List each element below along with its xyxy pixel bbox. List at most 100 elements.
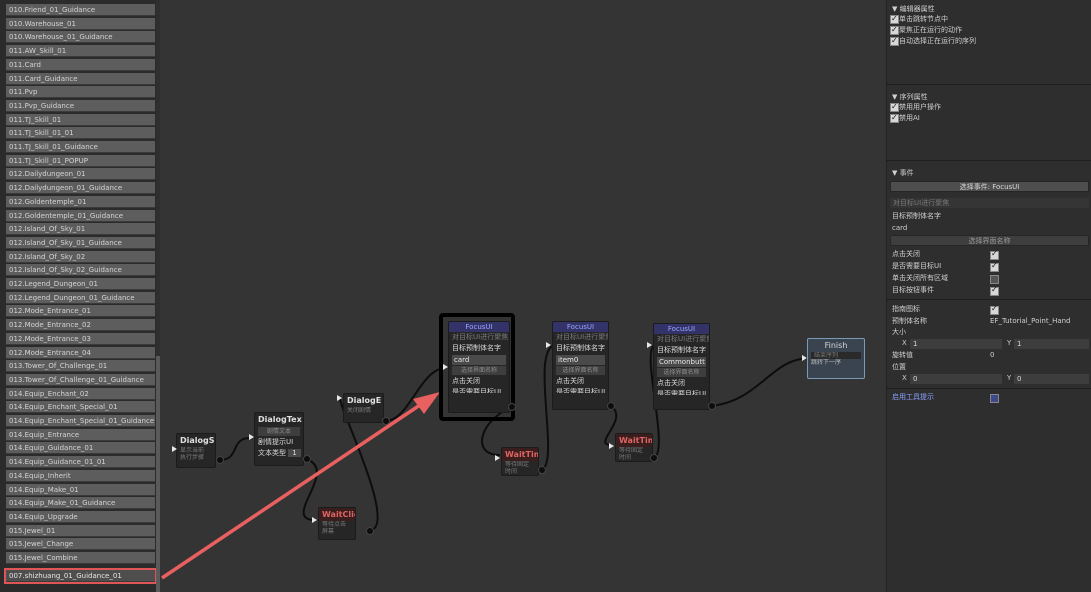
prefab-input[interactable]: item0 bbox=[556, 355, 605, 365]
input-port[interactable] bbox=[337, 395, 342, 401]
section-title[interactable]: ▼ 序列属性 bbox=[892, 93, 928, 101]
output-port[interactable] bbox=[366, 527, 374, 535]
list-item[interactable]: 012.Mode_Entrance_01 bbox=[6, 305, 155, 318]
list-item[interactable]: 012.Mode_Entrance_03 bbox=[6, 332, 155, 345]
list-item[interactable]: 014.Equip_Inherit bbox=[6, 469, 155, 482]
list-item[interactable]: 011.TJ_Skill_01 bbox=[6, 113, 155, 126]
list-item[interactable]: 015.Jewel_01 bbox=[6, 524, 155, 537]
list-item[interactable]: 012.Goldentemple_01_Guidance bbox=[6, 209, 155, 222]
list-item[interactable]: 011.TJ_Skill_01_POPUP bbox=[6, 154, 155, 167]
input-port[interactable] bbox=[546, 342, 551, 348]
prefab-input[interactable]: card bbox=[452, 355, 506, 365]
list-item[interactable]: 013.Tower_Of_Challenge_01_Guidance bbox=[6, 373, 155, 386]
checkbox-row[interactable]: 自动选择正在运行的序列 bbox=[886, 35, 1091, 47]
input-port[interactable] bbox=[172, 446, 177, 452]
output-port[interactable] bbox=[607, 402, 615, 410]
list-item[interactable]: 012.Goldentemple_01 bbox=[6, 195, 155, 208]
list-item[interactable]: 012.Mode_Entrance_02 bbox=[6, 319, 155, 332]
node-waittime-1[interactable]: WaitTime 等待固定 时间 bbox=[501, 447, 539, 476]
output-port[interactable] bbox=[708, 402, 716, 410]
text-type-value[interactable]: 1 bbox=[288, 449, 301, 457]
list-item[interactable]: 011.Card_Guidance bbox=[6, 72, 155, 85]
list-item[interactable]: 012.Island_Of_Sky_02_Guidance bbox=[6, 264, 155, 277]
node-dialoge[interactable]: DialogE 关闭剧情 bbox=[343, 393, 384, 423]
size-y-input[interactable]: 1 bbox=[1014, 339, 1089, 349]
list-item[interactable]: 010.Warehouse_01_Guidance bbox=[6, 31, 155, 44]
choose-ui-button[interactable]: 选择界面名称 bbox=[657, 368, 706, 377]
list-item[interactable]: 014.Equip_Entrance bbox=[6, 428, 155, 441]
list-item[interactable]: 013.Tower_Of_Challenge_01 bbox=[6, 360, 155, 373]
list-item-selected[interactable]: 007.shizhuang_01_Guidance_01 bbox=[4, 568, 157, 584]
choose-ui-button[interactable]: 选择界面名称 bbox=[556, 366, 605, 375]
node-focusui-3[interactable]: FocusUI 对目标UI进行聚焦 目标预制体名字 Commonbutt 选择界… bbox=[653, 323, 710, 410]
list-item[interactable]: 012.Legend_Dungeon_01 bbox=[6, 278, 155, 290]
list-item[interactable]: 014.Equip_Enchant_Special_01_Guidance bbox=[6, 415, 155, 427]
dialog-text-field[interactable]: 剧情文本 bbox=[258, 427, 300, 436]
output-port[interactable] bbox=[216, 456, 224, 464]
rotation-value[interactable]: 0 bbox=[990, 351, 995, 359]
list-item[interactable]: 011.Card bbox=[6, 58, 155, 71]
section-title[interactable]: ▼ 事件 bbox=[892, 169, 914, 177]
list-item[interactable]: 012.Dailydungeon_01_Guidance bbox=[6, 182, 155, 195]
output-port[interactable] bbox=[303, 455, 311, 463]
list-item[interactable]: 012.Dailydungeon_01 bbox=[6, 168, 155, 181]
list-item[interactable]: 011.AW_Skill_01 bbox=[6, 45, 155, 58]
select-event-button[interactable]: 选择事件: FocusUI bbox=[890, 181, 1089, 192]
output-port[interactable] bbox=[382, 417, 390, 425]
list-item[interactable]: 014.Equip_Make_01 bbox=[6, 483, 155, 496]
input-port[interactable] bbox=[647, 342, 652, 348]
input-port[interactable] bbox=[249, 434, 254, 440]
input-port[interactable] bbox=[609, 443, 614, 449]
input-port[interactable] bbox=[802, 355, 807, 361]
list-item[interactable]: 014.Equip_Enchant_02 bbox=[6, 387, 155, 400]
size-x-input[interactable]: 1 bbox=[910, 339, 1002, 349]
list-item[interactable]: 010.Warehouse_01 bbox=[6, 17, 155, 30]
prefab-input[interactable]: card bbox=[892, 224, 908, 232]
prefab-name-value[interactable]: EF_Tutorial_Point_Hand bbox=[990, 317, 1071, 325]
list-scrollbar[interactable] bbox=[156, 0, 160, 592]
output-port[interactable] bbox=[650, 454, 658, 462]
list-item[interactable]: 014.Equip_Guidance_01 bbox=[6, 442, 155, 455]
list-item[interactable]: 011.TJ_Skill_01_01 bbox=[6, 127, 155, 140]
input-port[interactable] bbox=[312, 517, 317, 523]
checkbox[interactable] bbox=[890, 112, 899, 123]
node-waitclick[interactable]: WaitClick 等待点击 屏幕 bbox=[318, 507, 356, 540]
list-item[interactable]: 014.Equip_Make_01_Guidance bbox=[6, 497, 155, 510]
list-item[interactable]: 015.Jewel_Change bbox=[6, 538, 155, 551]
list-item[interactable]: 011.TJ_Skill_01_Guidance bbox=[6, 141, 155, 153]
checkbox-row[interactable]: 禁用用户操作 bbox=[886, 101, 1091, 113]
checkbox[interactable] bbox=[890, 35, 899, 46]
list-item[interactable]: 012.Legend_Dungeon_01_Guidance bbox=[6, 291, 155, 304]
list-item[interactable]: 014.Equip_Guidance_01_01 bbox=[6, 456, 155, 469]
node-dialogs[interactable]: DialogS 显示当前 执行步骤 bbox=[176, 433, 216, 468]
event-option-checkbox[interactable] bbox=[990, 261, 999, 272]
node-waittime-2[interactable]: WaitTime 等待固定 时间 bbox=[615, 433, 653, 462]
node-finish[interactable]: Finish 结束序列 跳转下一序 bbox=[807, 338, 865, 379]
list-item[interactable]: 012.Island_Of_Sky_02 bbox=[6, 250, 155, 263]
node-focusui-1[interactable]: FocusUI 对目标UI进行聚焦 目标预制体名字 card 选择界面名称 点击… bbox=[448, 321, 510, 413]
list-item[interactable]: 014.Equip_Enchant_Special_01 bbox=[6, 401, 155, 414]
checkbox-row[interactable]: 禁用AI bbox=[886, 112, 1091, 124]
list-item[interactable]: 011.Pvp bbox=[6, 86, 155, 99]
input-port[interactable] bbox=[495, 455, 500, 461]
input-port[interactable] bbox=[443, 364, 448, 370]
checkbox[interactable] bbox=[890, 13, 899, 24]
section-title[interactable]: ▼ 编辑器属性 bbox=[892, 5, 935, 13]
node-graph-canvas[interactable] bbox=[160, 0, 886, 592]
node-dialogtex[interactable]: DialogTex 剧情文本 剧情提示UI 文本类型 1 bbox=[254, 412, 304, 466]
list-item[interactable]: 011.Pvp_Guidance bbox=[6, 99, 155, 112]
list-item[interactable]: 010.Friend_01_Guidance bbox=[6, 4, 155, 16]
event-option-checkbox[interactable] bbox=[990, 275, 999, 284]
list-item[interactable]: 015.Jewel_Combine bbox=[6, 552, 155, 564]
guide-icon-checkbox[interactable] bbox=[990, 304, 999, 315]
tooltip-checkbox[interactable] bbox=[990, 394, 999, 403]
list-item[interactable]: 014.Equip_Upgrade bbox=[6, 510, 155, 523]
event-option-checkbox[interactable] bbox=[990, 249, 999, 260]
event-option-checkbox[interactable] bbox=[990, 285, 999, 296]
list-item[interactable]: 012.Island_Of_Sky_01 bbox=[6, 223, 155, 236]
output-port[interactable] bbox=[538, 466, 546, 474]
node-focusui-2[interactable]: FocusUI 对目标UI进行聚焦 目标预制体名字 item0 选择界面名称 点… bbox=[552, 321, 609, 410]
pos-x-input[interactable]: 0 bbox=[910, 374, 1002, 384]
output-port[interactable] bbox=[508, 403, 516, 411]
